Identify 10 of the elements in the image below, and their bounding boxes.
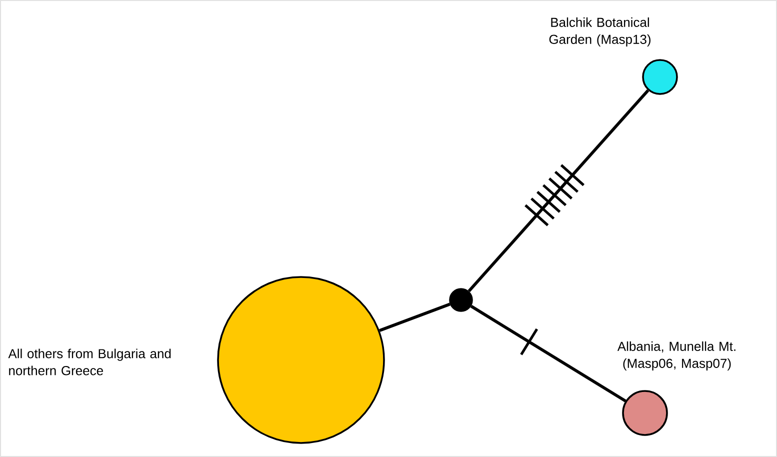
median-vector-dot bbox=[449, 288, 473, 312]
haplotype-label: All others from Bulgaria and northern Greece bbox=[8, 348, 171, 376]
haplotype-circle bbox=[642, 59, 678, 95]
haplotype-label: Balchik Botanical Garden (Masp13) bbox=[549, 17, 650, 47]
network-line bbox=[468, 89, 650, 292]
haplotype-label: Albania, Munella Mt. (Masp06, Masp07) bbox=[617, 341, 736, 371]
network-line bbox=[470, 304, 626, 402]
network-line bbox=[379, 302, 450, 332]
haplotype-circle bbox=[622, 390, 668, 436]
haplotype-circle bbox=[217, 276, 385, 444]
